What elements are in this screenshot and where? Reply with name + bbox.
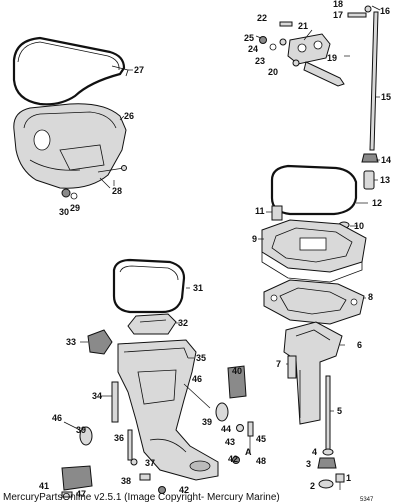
- callout-labels: 1 2 3 4 5 6 7 8 9 10 11 12 13 14 15 16 1…: [39, 0, 391, 499]
- part-27-seal-ring: [12, 36, 129, 106]
- part-1-screw: [335, 473, 345, 490]
- callout-1: 1: [346, 473, 351, 483]
- part-4-bushing: [322, 448, 334, 456]
- image-caption: MercuryPartsOnline v2.5.1 (Image Copyrig…: [3, 492, 280, 503]
- callout-27: 27: [134, 65, 144, 75]
- callout-48: 48: [256, 456, 266, 466]
- part-45-fitting: [247, 421, 254, 437]
- callout-45: 45: [256, 434, 266, 444]
- callout-6: 6: [357, 340, 362, 350]
- part-37-washer: [130, 458, 138, 466]
- callout-3: 3: [306, 459, 311, 469]
- callout-37: 37: [145, 458, 155, 468]
- callout-14: 14: [381, 155, 391, 165]
- callout-25: 25: [244, 33, 254, 43]
- callout-21: 21: [298, 21, 308, 31]
- part-2-seal: [318, 479, 334, 489]
- callout-5: 5: [337, 406, 342, 416]
- callout-34: 34: [92, 391, 102, 401]
- callout-44: 44: [221, 424, 231, 434]
- callout-39-left: 39: [76, 425, 86, 435]
- callout-26: 26: [124, 111, 134, 121]
- callout-43: 43: [225, 437, 235, 447]
- part-3-collar: [317, 457, 337, 469]
- callout-32: 32: [178, 318, 188, 328]
- callout-46-right: 46: [192, 374, 202, 384]
- part-13-sleeve: [363, 170, 375, 190]
- callout-46-left: 46: [52, 413, 62, 423]
- callout-38: 38: [121, 476, 131, 486]
- callout-31: 31: [193, 283, 203, 293]
- leader-lines: [80, 29, 380, 412]
- callout-15: 15: [381, 92, 391, 102]
- callout-39-right: 39: [202, 417, 212, 427]
- part-26-housing-shell: [13, 103, 127, 189]
- callout-20: 20: [268, 67, 278, 77]
- callout-35: 35: [196, 353, 206, 363]
- part-14-bushing: [361, 153, 379, 163]
- callout-12: 12: [372, 198, 382, 208]
- callout-41: 41: [39, 481, 49, 491]
- part-33-cap: [87, 329, 113, 355]
- part-42-nut: [158, 456, 240, 494]
- letter-a: A: [245, 447, 252, 457]
- callout-17: 17: [333, 10, 343, 20]
- callout-36: 36: [114, 433, 124, 443]
- callout-24: 24: [248, 44, 258, 54]
- part-9-adapter-plate: [261, 219, 367, 283]
- part-36-screw: [127, 429, 133, 461]
- part-28-pin: [97, 165, 127, 189]
- callout-11: 11: [255, 206, 265, 216]
- part-7-tube: [287, 355, 297, 379]
- part-31-gasket-ring: [112, 258, 186, 314]
- part-41-block: [61, 465, 93, 491]
- part-30-nut: [61, 188, 78, 200]
- callout-40: 40: [232, 366, 242, 376]
- part-32-pad: [127, 313, 177, 335]
- part-40-block: [227, 365, 247, 399]
- part-15-shift-rod: [369, 5, 381, 151]
- callout-30: 30: [59, 207, 69, 217]
- callout-8: 8: [368, 292, 373, 302]
- callout-10: 10: [354, 221, 364, 231]
- part-47-fastener: [61, 491, 73, 498]
- callout-42-bottom: 42: [179, 485, 189, 495]
- callout-16: 16: [380, 6, 390, 16]
- part-34-bolt: [111, 381, 119, 423]
- part-39-bushing: [79, 402, 229, 446]
- callout-23: 23: [255, 56, 265, 66]
- part-8-gasket: [263, 279, 365, 325]
- shift-linkage-assembly: [259, 5, 372, 87]
- callout-47: 47: [76, 489, 86, 499]
- part-5-rod: [325, 375, 331, 453]
- callout-19: 19: [327, 53, 337, 63]
- callout-7: 7: [276, 359, 281, 369]
- drawing-code: 5347: [360, 497, 374, 503]
- callout-42-right: 42: [228, 454, 238, 464]
- callout-22: 22: [257, 13, 267, 23]
- part-38-pin: [139, 473, 151, 481]
- callout-13: 13: [380, 175, 390, 185]
- part-43-nut: [236, 424, 244, 432]
- callout-33: 33: [66, 337, 76, 347]
- callout-2: 2: [310, 481, 315, 491]
- part-12-gasket-ring: [270, 164, 358, 216]
- part-11-fitting: [271, 205, 283, 221]
- part-35-gearcase: [117, 339, 219, 481]
- part-46-bolt: [63, 383, 211, 433]
- callout-9: 9: [252, 234, 257, 244]
- callout-4: 4: [312, 447, 317, 457]
- callout-28: 28: [112, 186, 122, 196]
- callout-18: 18: [333, 0, 343, 9]
- callout-29: 29: [70, 203, 80, 213]
